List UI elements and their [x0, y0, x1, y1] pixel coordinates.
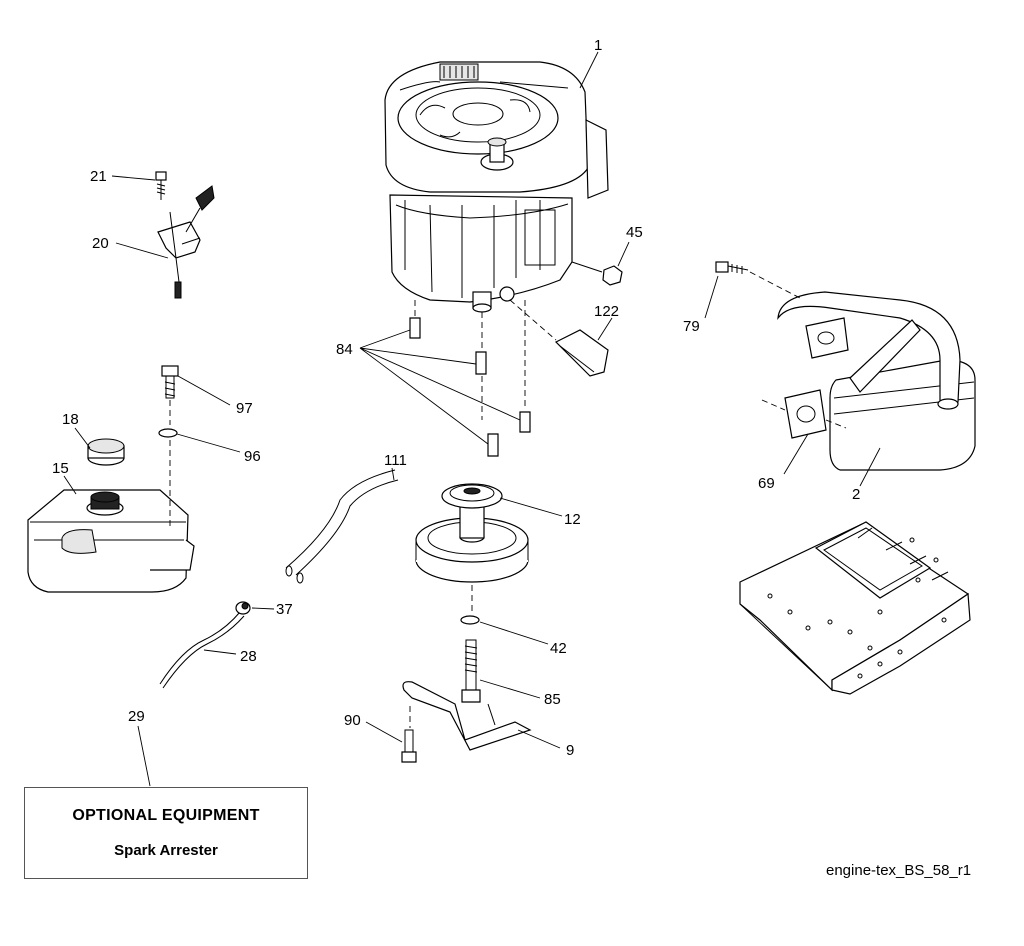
callout-37: 37	[276, 601, 293, 618]
heat-shield-part	[509, 299, 609, 377]
bracket-9-part	[402, 681, 532, 751]
pulley-part	[415, 483, 529, 583]
washer-42-part	[460, 585, 480, 625]
callout-28: 28	[240, 648, 257, 665]
callout-42: 42	[550, 640, 567, 657]
bolt-85-part	[461, 639, 481, 703]
callout-84: 84	[336, 341, 353, 358]
callout-111: 111	[384, 452, 407, 469]
diagram-reference-code: engine-tex_BS_58_r1	[826, 862, 972, 879]
optional-equipment-box: OPTIONAL EQUIPMENT Spark Arrester	[24, 787, 308, 879]
callout-69: 69	[758, 475, 775, 492]
leader-lines	[63, 51, 881, 787]
muffler-part	[777, 291, 976, 471]
callout-29: 29	[128, 708, 145, 725]
callout-1: 1	[594, 37, 602, 54]
callout-97: 97	[236, 400, 253, 417]
nut-45-part	[571, 261, 623, 286]
mounting-plate-part	[739, 521, 971, 695]
callout-20: 20	[92, 235, 109, 252]
callout-12: 12	[564, 511, 581, 528]
fuel-tank-part	[27, 438, 195, 593]
fuel-line-part	[159, 601, 251, 689]
fuel-line-111-part	[285, 469, 399, 584]
throttle-control-part	[155, 171, 215, 299]
callout-18: 18	[62, 411, 79, 428]
callout-2: 2	[852, 486, 860, 503]
callout-15: 15	[52, 460, 69, 477]
gasket-69-part	[761, 389, 847, 439]
bolt-79-part	[715, 261, 801, 299]
callout-79: 79	[683, 318, 700, 335]
engine-part	[384, 61, 609, 313]
callout-122: 122	[594, 303, 619, 320]
spark-arrester-label: Spark Arrester	[114, 842, 218, 859]
callout-85: 85	[544, 691, 561, 708]
callout-labels: 1 21 20 45 122 84 79 97 18 96 15 111 69 …	[52, 37, 860, 759]
bolts-84-part	[409, 300, 531, 457]
callout-9: 9	[566, 742, 574, 759]
bolt-90-part	[401, 706, 417, 763]
optional-equipment-title: OPTIONAL EQUIPMENT	[72, 807, 260, 824]
callout-21: 21	[90, 168, 107, 185]
bolt-97-part	[158, 365, 179, 530]
callout-90: 90	[344, 712, 361, 729]
callout-96: 96	[244, 448, 261, 465]
callout-45: 45	[626, 224, 643, 241]
